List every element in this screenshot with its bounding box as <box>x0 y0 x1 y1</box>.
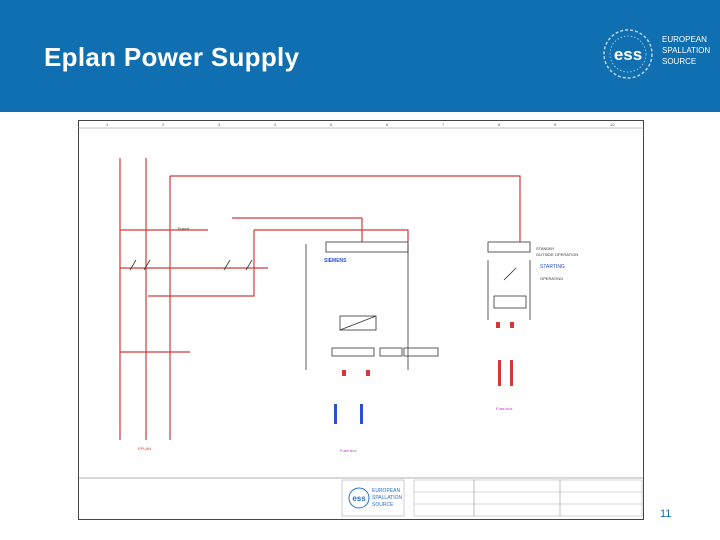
drawing-components <box>129 241 531 370</box>
ess-logo-mark-icon: ess <box>603 29 653 79</box>
ess-logo-wordmark: EUROPEAN SPALLATION SOURCE <box>662 34 710 67</box>
title-block: ess EUROPEAN SPALLATION SOURCE <box>78 477 644 517</box>
drawing-frame <box>78 120 644 520</box>
fused-label: Fused <box>178 226 189 231</box>
standby-label: STANDBY <box>536 246 555 251</box>
terminal-markers <box>342 322 514 386</box>
title-block-logo-line-3: SOURCE <box>372 502 394 508</box>
fuse-box-right-label: Fuse box <box>496 406 512 411</box>
column-number: 3 <box>218 122 221 127</box>
column-number: 4 <box>274 122 277 127</box>
starting-label: STARTING <box>540 264 565 270</box>
column-numbers: 1 2 3 4 5 6 7 8 9 10 <box>106 122 615 127</box>
ess-logo: ess EUROPEAN SPALLATION SOURCE <box>596 24 714 84</box>
column-number: 2 <box>162 122 165 127</box>
column-number: 10 <box>610 122 615 127</box>
ess-logo-text: ess <box>614 45 642 64</box>
outside-operation-label: OUTSIDE OPERATION <box>536 252 578 257</box>
eplan-schematic-drawing: 1 2 3 4 5 6 7 8 9 10 SIEMENS <box>78 120 644 520</box>
logo-line-1: EUROPEAN <box>662 35 707 44</box>
red-wires <box>119 158 521 440</box>
logo-line-2: SPALLATION <box>662 46 711 55</box>
column-number: 7 <box>442 122 445 127</box>
schematic-annotations: SIEMENS STANDBY OUTSIDE OPERATION STARTI… <box>138 226 578 453</box>
slide-title: Eplan Power Supply <box>44 42 300 72</box>
page-number: 11 <box>660 508 672 520</box>
blue-terminal-markers <box>334 404 363 424</box>
title-block-logo-line-2: SPALLATION <box>372 495 402 501</box>
slide-header: Eplan Power Supply ess EUROPEAN SPALLATI… <box>0 0 720 112</box>
logo-line-3: SOURCE <box>662 57 697 66</box>
operating-label: OPERATING <box>540 276 563 281</box>
title-block-logo-line-1: EUROPEAN <box>372 488 400 494</box>
column-number: 9 <box>554 122 557 127</box>
column-number: 1 <box>106 122 109 127</box>
column-number: 8 <box>498 122 501 127</box>
eplan-label: EPLAN <box>138 446 151 451</box>
column-number: 5 <box>330 122 333 127</box>
siemens-label: SIEMENS <box>324 258 347 264</box>
fuse-box-left-label: Fuse box <box>340 448 356 453</box>
column-number: 6 <box>386 122 389 127</box>
title-block-logo-mark: ess <box>352 494 366 503</box>
